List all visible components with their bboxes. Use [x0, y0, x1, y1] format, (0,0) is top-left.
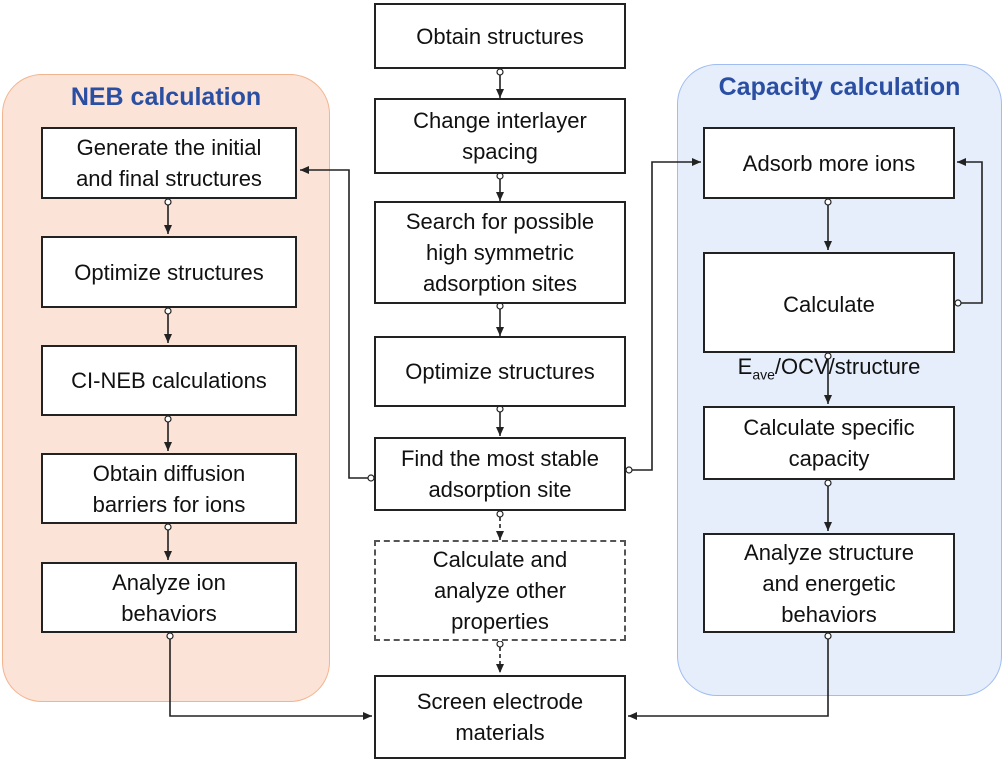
link-cap-loop: [955, 158, 983, 304]
neb-generate-box: Generate the initial and final structure…: [41, 127, 297, 199]
cap-adsorb-box: Adsorb more ions: [703, 127, 955, 199]
port-dot: [496, 68, 504, 76]
find-stable-box: Find the most stable adsorption site: [374, 437, 626, 511]
cap-calc-e: E: [737, 354, 753, 379]
cap-calc-line1: Calculate: [783, 292, 875, 317]
cap-calc-box: Calculate Eave/OCV/structure deformation: [703, 252, 955, 449]
link-to-neb: [300, 166, 374, 479]
change-spacing-box: Change interlayer spacing: [374, 98, 626, 174]
search-sites-box: Search for possible high symmetric adsor…: [374, 201, 626, 304]
neb-analyze-box: Analyze ion behaviors: [41, 562, 297, 633]
port-dot: [954, 299, 962, 307]
link-to-capacity: [626, 158, 701, 471]
port-dot: [824, 479, 832, 487]
port-dot: [164, 415, 172, 423]
port-dot: [166, 632, 174, 640]
cap-calc-rest: /OCV/structure: [774, 354, 921, 379]
link-cap-to-screen: [628, 633, 829, 720]
port-dot: [824, 352, 832, 360]
screen-materials-box: Screen electrode materials: [374, 675, 626, 759]
port-dot: [496, 510, 504, 518]
port-dot: [496, 640, 504, 648]
port-dot: [824, 198, 832, 206]
obtain-structures-box: Obtain structures: [374, 3, 626, 69]
neb-barriers-box: Obtain diffusion barriers for ions: [41, 453, 297, 524]
port-dot: [164, 523, 172, 531]
calc-other-box: Calculate and analyze other properties: [374, 540, 626, 641]
neb-optimize-box: Optimize structures: [41, 236, 297, 308]
link-neb-to-screen: [169, 633, 372, 720]
port-dot: [164, 198, 172, 206]
port-dot: [164, 307, 172, 315]
cap-calc-sub: ave: [752, 366, 775, 383]
capacity-panel-title: Capacity calculation: [718, 73, 961, 101]
port-dot: [625, 466, 633, 474]
cap-specific-box: Calculate specific capacity: [703, 406, 955, 480]
center-optimize-box: Optimize structures: [374, 336, 626, 407]
neb-panel-title: NEB calculation: [70, 83, 262, 111]
cap-calc-line2: Eave/OCV/structure: [711, 351, 947, 390]
neb-cineb-box: CI-NEB calculations: [41, 345, 297, 416]
port-dot: [824, 632, 832, 640]
cap-analyze-box: Analyze structure and energetic behavior…: [703, 533, 955, 633]
